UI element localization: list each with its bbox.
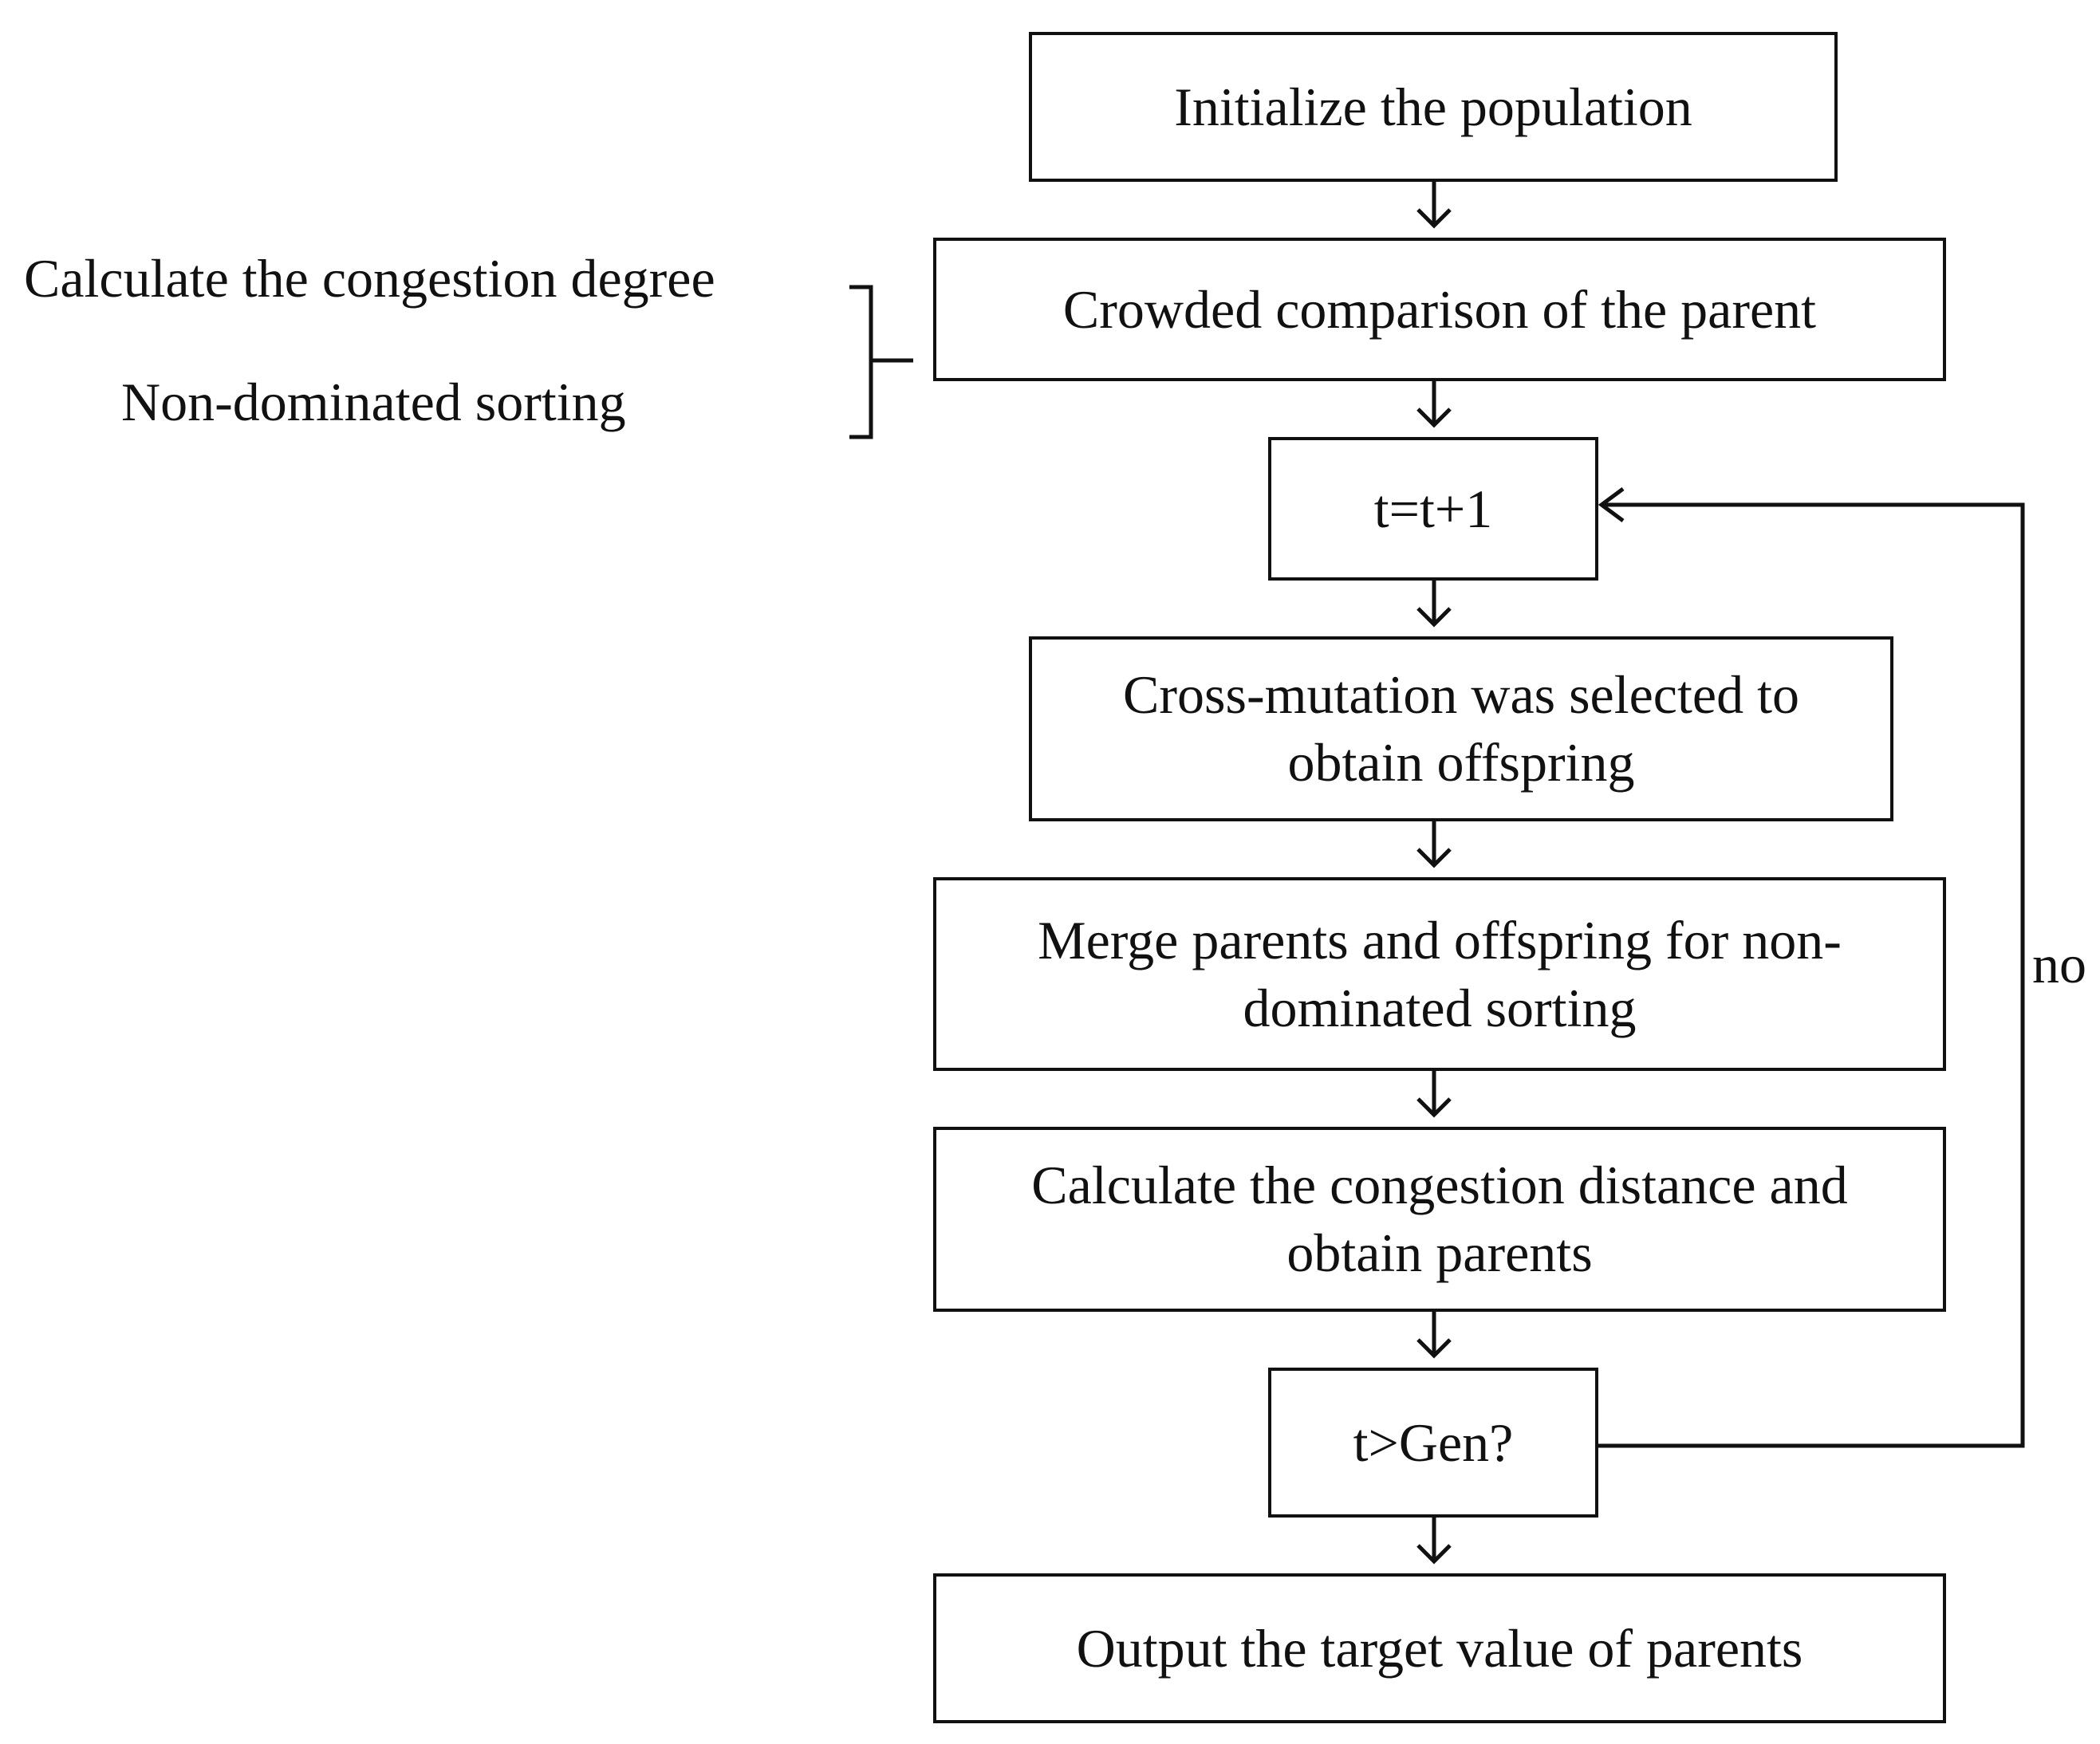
step-congestion-distance: Calculate the congestion distance and ob…	[933, 1127, 1946, 1312]
step-crowded-comparison: Crowded comparison of the parent	[933, 238, 1946, 381]
step-label: Calculate the congestion distance and ob…	[1031, 1155, 1848, 1283]
step-initialize-population: Initialize the population	[1029, 32, 1838, 182]
step-cross-mutation: Cross-mutation was selected to obtain of…	[1029, 636, 1893, 821]
bracket	[849, 285, 913, 439]
step-label: t>Gen?	[1353, 1411, 1514, 1473]
step-label: Cross-mutation was selected to obtain of…	[1123, 664, 1799, 793]
side-note-non-dominated-sorting: Non-dominated sorting	[121, 372, 626, 432]
step-output-target-value: Output the target value of parents	[933, 1573, 1946, 1723]
step-label: Output the target value of parents	[1076, 1617, 1803, 1679]
loop-back-line	[1598, 502, 2025, 1448]
side-note-congestion-degree: Calculate the congestion degree	[24, 248, 715, 309]
step-increment-t: t=t+1	[1268, 437, 1598, 581]
step-label: Merge parents and offspring for non-domi…	[1038, 909, 1842, 1038]
decision-t-greater-gen: t>Gen?	[1268, 1368, 1598, 1518]
step-label: Initialize the population	[1174, 76, 1692, 137]
step-label: t=t+1	[1373, 478, 1493, 539]
step-label: Crowded comparison of the parent	[1062, 278, 1817, 340]
step-merge-sorting: Merge parents and offspring for non-domi…	[933, 877, 1946, 1071]
loop-label-no: no	[2032, 934, 2086, 994]
